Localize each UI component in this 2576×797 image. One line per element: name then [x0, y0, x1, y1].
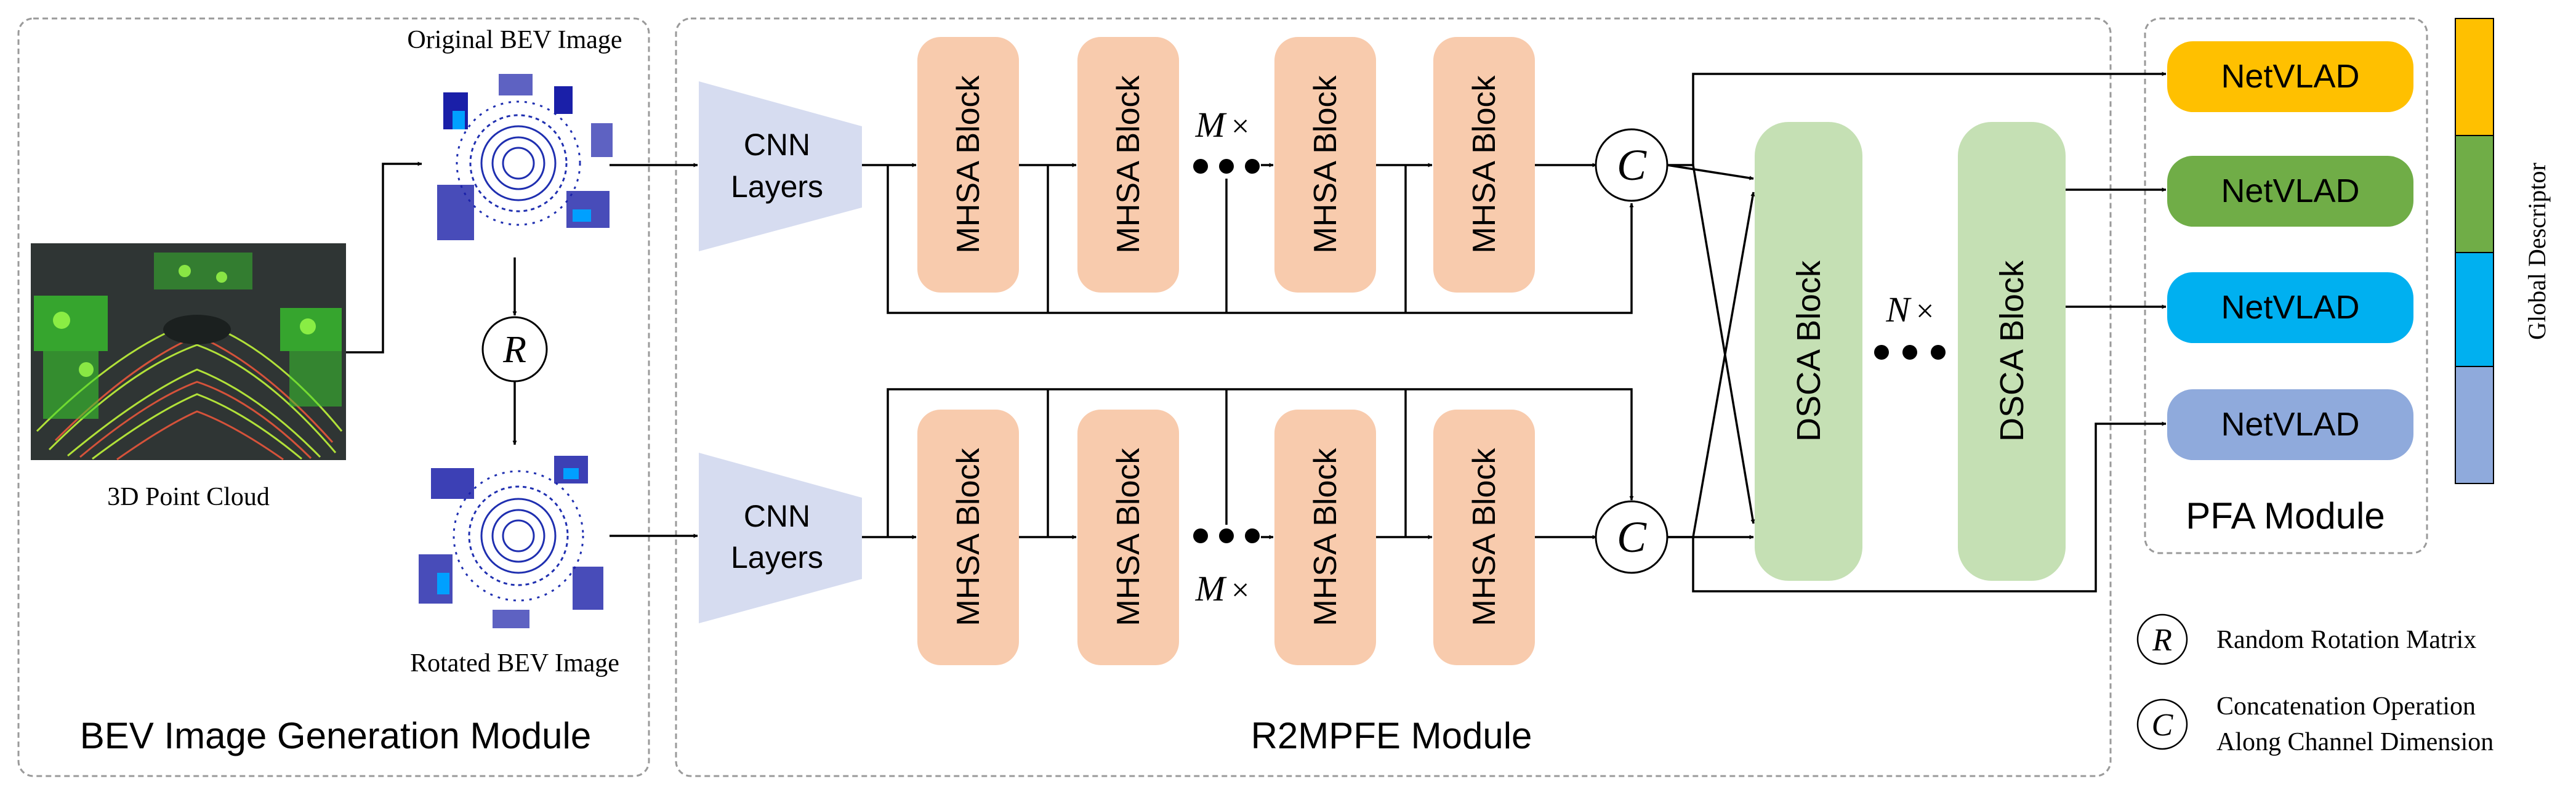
legend-r-symbol: R — [2152, 623, 2172, 658]
cnn-bottom-line2: Layers — [731, 540, 823, 575]
netvlad-block: NetVLAD — [2167, 272, 2413, 343]
mhsa-block: MHSA Block — [1077, 410, 1179, 665]
mhsa-block: MHSA Block — [917, 410, 1019, 665]
netvlad-block: NetVLAD — [2167, 389, 2413, 460]
arrow-ctop-to-dsca-top — [1667, 164, 1754, 180]
dsca-block: DSCA Block — [1958, 122, 2066, 581]
netvlad-block: NetVLAD — [2167, 156, 2413, 227]
pfa-module-frame — [2144, 17, 2428, 554]
mhsa-block: MHSA Block — [1433, 410, 1535, 665]
point-cloud-image — [31, 243, 346, 461]
legend-c-label-line1: Concatenation Operation — [2216, 692, 2476, 721]
global-descriptor-label: Global Descriptor — [2523, 163, 2551, 340]
rotated-bev-label: Rotated BEV Image — [410, 649, 619, 678]
cross-ctop-to-dsca-bottom — [1667, 164, 1755, 524]
repeat-m-symbol: M — [1195, 568, 1227, 609]
mhsa-label: MHSA Block — [1308, 75, 1343, 254]
cnn-bottom-line1: CNN — [744, 499, 810, 533]
cnn-layers-top — [699, 81, 862, 251]
mhsa-label: MHSA Block — [951, 448, 986, 626]
point-cloud-label: 3D Point Cloud — [107, 483, 270, 511]
arrow-pointcloud-to-bev — [346, 161, 422, 354]
mhsa-label: MHSA Block — [1111, 448, 1146, 626]
mhsa-label: MHSA Block — [951, 75, 986, 254]
skip-bus-top — [887, 165, 1634, 314]
repeat-times-symbol: × — [1231, 109, 1249, 144]
legend-c-label-line2: Along Channel Dimension — [2216, 728, 2493, 756]
pfa-module-label: PFA Module — [2186, 495, 2385, 536]
repeat-m-top: M × — [1193, 105, 1260, 174]
rotation-operator — [481, 316, 548, 382]
cnn-layers-bottom — [699, 453, 862, 623]
bev-module-label: BEV Image Generation Module — [80, 715, 591, 756]
dsca-label: DSCA Block — [1994, 260, 2031, 442]
netvlad-label: NetVLAD — [2221, 172, 2359, 209]
repeat-m-bottom: M × — [1193, 528, 1260, 609]
netvlad-label: NetVLAD — [2221, 58, 2359, 95]
mhsa-block: MHSA Block — [1433, 37, 1535, 293]
cnn-top-line2: Layers — [731, 169, 823, 204]
legend-r-label: Random Rotation Matrix — [2216, 626, 2476, 654]
legend: R Random Rotation Matrix C Concatenation… — [2136, 613, 2493, 756]
mhsa-block: MHSA Block — [1274, 410, 1376, 665]
netvlad-label: NetVLAD — [2221, 406, 2359, 443]
mhsa-label: MHSA Block — [1467, 75, 1502, 254]
repeat-m-symbol: M — [1195, 105, 1227, 145]
repeat-times-symbol: × — [1231, 573, 1249, 608]
arrow-ctop-to-netvlad1 — [1692, 71, 2167, 165]
skip-bus-bottom — [887, 388, 1634, 537]
mhsa-label: MHSA Block — [1308, 448, 1343, 626]
mhsa-block: MHSA Block — [1077, 37, 1179, 293]
mhsa-label: MHSA Block — [1111, 75, 1146, 254]
mhsa-block: MHSA Block — [917, 37, 1019, 293]
arrow-cbottom-to-netvlad4 — [1692, 421, 2167, 593]
repeat-n: N × — [1874, 289, 1946, 360]
original-bev-label: Original BEV Image — [407, 26, 622, 54]
mhsa-label: MHSA Block — [1467, 448, 1502, 626]
r2mpfe-module-label: R2MPFE Module — [1251, 715, 1532, 756]
r2mpfe-module-frame — [675, 17, 2112, 777]
global-descriptor-bar — [2455, 18, 2494, 484]
repeat-times-symbol: × — [1916, 294, 1934, 329]
concat-bottom-symbol: C — [1617, 512, 1647, 562]
bev-module-frame — [17, 17, 650, 777]
legend-c-symbol: C — [2152, 708, 2174, 743]
netvlad-label: NetVLAD — [2221, 289, 2359, 326]
rotated-bev-image — [419, 456, 603, 628]
mhsa-block: MHSA Block — [1274, 37, 1376, 293]
cnn-top-line1: CNN — [744, 127, 810, 162]
netvlad-block: NetVLAD — [2167, 41, 2413, 112]
concat-top-symbol: C — [1617, 140, 1647, 190]
repeat-n-symbol: N — [1885, 289, 1912, 330]
rotation-operator-symbol: R — [502, 329, 526, 371]
cross-cbottom-to-dsca-top — [1667, 192, 1755, 538]
dsca-block: DSCA Block — [1755, 122, 1862, 581]
dsca-label: DSCA Block — [1790, 260, 1827, 442]
original-bev-image — [437, 74, 613, 240]
